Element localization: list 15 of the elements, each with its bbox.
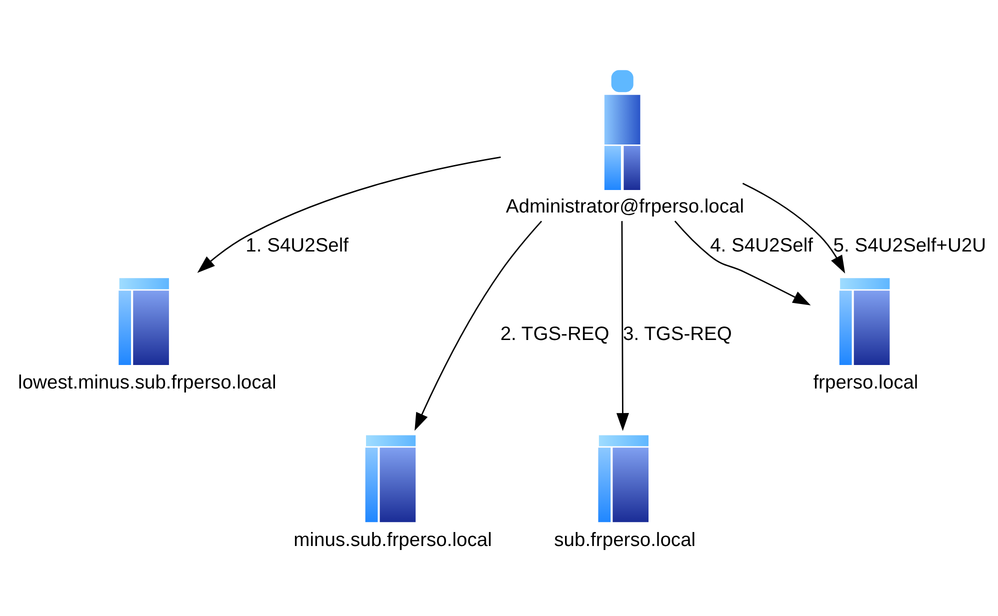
arrow xyxy=(674,220,811,305)
edge-label: 2. TGS-REQ xyxy=(500,323,610,344)
edge-label: 1. S4U2Self xyxy=(246,235,349,256)
edge-label: 5. S4U2Self+U2U xyxy=(833,235,986,256)
node-label: sub.frperso.local xyxy=(554,529,696,550)
edge-label: 3. TGS-REQ xyxy=(622,323,732,344)
arrow xyxy=(742,182,846,273)
edge-label: 4. S4U2Self xyxy=(710,235,813,256)
node-label: minus.sub.frperso.local xyxy=(294,529,492,550)
arrow xyxy=(414,220,542,430)
node-label: frperso.local xyxy=(813,372,918,394)
arrow xyxy=(616,220,629,430)
node-label: Administrator@frperso.local xyxy=(506,196,744,217)
node-label: lowest.minus.sub.frperso.local xyxy=(18,372,276,394)
arrow xyxy=(197,156,501,272)
